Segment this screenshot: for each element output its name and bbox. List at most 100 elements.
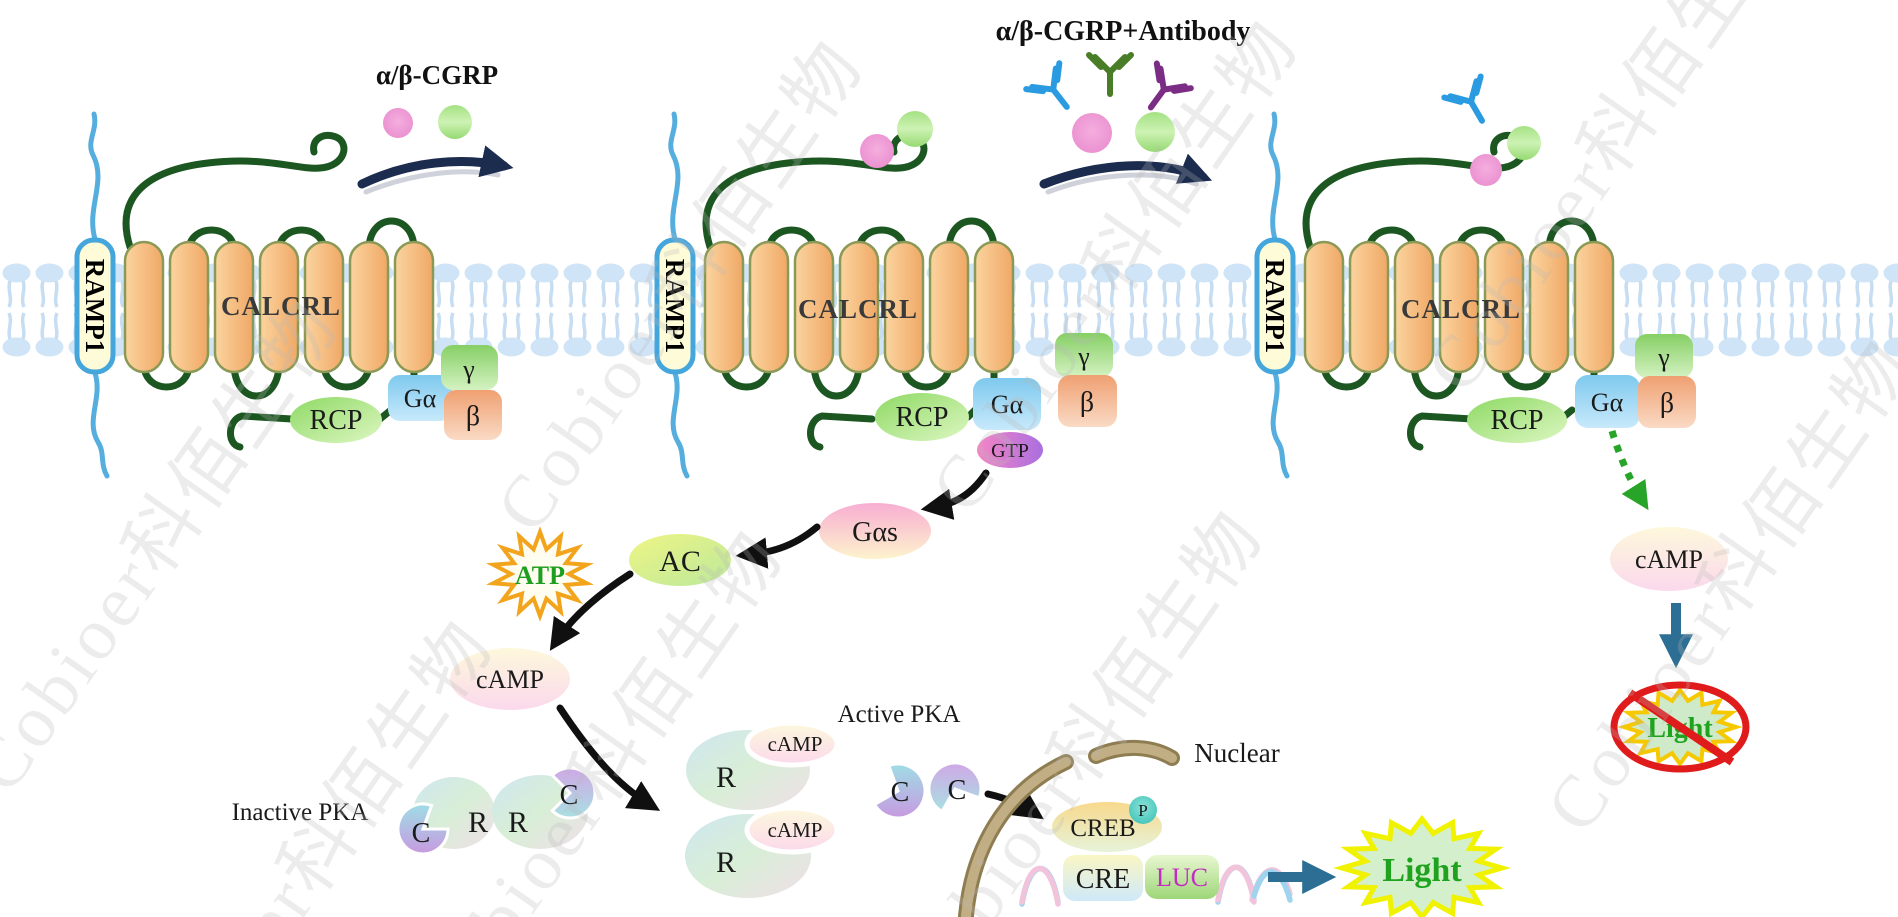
catalytic-subunit-free [927, 761, 983, 814]
receptor-complex-3: RAMP1 CALCRL RCP Gα γ β [1254, 77, 1696, 476]
nuclear-envelope [1091, 743, 1177, 763]
g-alpha-label: Gα [404, 384, 437, 413]
nuclear-label: Nuclear [1194, 738, 1279, 768]
atp-starburst [486, 526, 594, 622]
cgrp-antibody-group: α/β-CGRP+Antibody [996, 16, 1251, 195]
calcrl-label: CALCRL [221, 291, 341, 321]
inactive-pka-label: Inactive PKA [232, 799, 369, 826]
phosphate-badge [1129, 796, 1157, 824]
g-beta-subunit [1058, 375, 1117, 427]
ramp1-label: RAMP1 [660, 259, 690, 353]
camp-label: cAMP [768, 818, 823, 842]
c-label: C [412, 818, 431, 849]
ramp1-label: RAMP1 [1260, 259, 1290, 353]
binding-arrow-1 [357, 145, 514, 189]
binding-arrow-2 [1039, 153, 1213, 189]
cgrp-antibody-title: α/β-CGRP+Antibody [996, 16, 1251, 47]
beta-label: β [1660, 388, 1674, 419]
g-gamma-subunit [1635, 334, 1693, 378]
prohibition-slash [1627, 689, 1735, 766]
ramp1-label: RAMP1 [80, 259, 110, 353]
cgrp-ligand-group: α/β-CGRP [357, 60, 514, 195]
camp-bound [744, 805, 840, 855]
inhibited-signal-arrow [1608, 429, 1649, 511]
cre-element [1063, 855, 1143, 901]
catalytic-subunit [550, 766, 597, 820]
g-alpha-subunit [1575, 375, 1640, 428]
catalytic-subunit [396, 802, 450, 856]
rcp-label: RCP [310, 405, 363, 436]
rcp-protein [875, 393, 969, 441]
gamma-label: γ [1077, 342, 1090, 371]
nuclear-envelope [961, 757, 1071, 917]
dna-strand [1251, 869, 1293, 903]
creb-label: CREB [1070, 815, 1135, 842]
cgrp-beta-ball [1135, 112, 1175, 152]
rcp-label: RCP [1491, 405, 1544, 436]
g-alpha-subunit [973, 378, 1041, 430]
camp-molecule [1610, 527, 1728, 591]
prohibition-circle [1610, 681, 1750, 773]
catalytic-subunit-free [872, 762, 927, 820]
receptor-complex-1: RAMP1 CALCRL RCP Gα γ β [74, 114, 502, 476]
r-label: R [508, 806, 528, 839]
camp-pka-cascade: Gαs AC ATP cAMP Inactive PKA R R C C Act… [232, 469, 1044, 898]
gtp-to-gas-arrow [920, 469, 990, 520]
dna-strand [1019, 865, 1061, 907]
c-label: C [948, 775, 967, 806]
r-label: R [468, 806, 488, 839]
receptor-complex-2: RAMP1 CALCRL RCP Gα GTP γ β [654, 111, 1117, 476]
watermark-text: Cobioer科佰生物 [111, 606, 510, 917]
antibody-green-icon [1089, 55, 1131, 94]
gtp-label: GTP [991, 440, 1029, 462]
light-label: Light [1382, 852, 1462, 889]
cgrp-title: α/β-CGRP [376, 60, 498, 90]
cgrp-beta-ball [438, 105, 472, 139]
rcp-protein [290, 397, 382, 443]
gas-to-ac-arrow [735, 523, 821, 569]
adenylyl-cyclase [629, 534, 731, 586]
r-label: R [716, 761, 736, 794]
camp-label: cAMP [476, 665, 544, 694]
cgrp-alpha-ligand-bound [860, 134, 894, 168]
gtp-molecule [977, 432, 1043, 468]
gas-label: Gαs [852, 517, 898, 548]
cgrp-beta-ligand-bound [897, 111, 933, 147]
calcrl-label: CALCRL [798, 294, 918, 324]
cgrp-alpha-ball [383, 108, 413, 138]
ac-label: AC [659, 545, 701, 578]
camp-label: cAMP [1635, 545, 1703, 574]
c-label: C [560, 780, 579, 811]
g-alpha-subunit [388, 375, 452, 421]
ramp1-box [1254, 237, 1296, 375]
cgrp-alpha-ball [1072, 113, 1112, 153]
cgrp-beta-ligand [1507, 126, 1541, 160]
rcp-protein [1467, 397, 1567, 443]
beta-label: β [1080, 387, 1094, 418]
nucleus-reporter: Nuclear CRE LUC CREB P Light [958, 738, 1511, 917]
blocking-antibody-icon [1444, 77, 1500, 132]
active-pka-label: Active PKA [838, 701, 961, 728]
camp-to-pka-arrow [556, 704, 661, 811]
g-beta-subunit [1638, 376, 1696, 428]
ramp1-box [74, 237, 116, 375]
calcrl-label: CALCRL [1401, 294, 1521, 324]
c-label: C [891, 777, 910, 808]
luc-label: LUC [1156, 863, 1208, 892]
regulatory-subunit [492, 775, 588, 849]
cre-label: CRE [1076, 864, 1130, 895]
r-label: R [716, 846, 736, 879]
gas-protein [819, 503, 931, 559]
ramp1-box [654, 237, 696, 375]
g-gamma-subunit [441, 345, 498, 390]
gamma-label: γ [1657, 343, 1670, 372]
rcp-label: RCP [896, 402, 949, 433]
light-starburst [1333, 814, 1511, 917]
luc-gene [1145, 855, 1219, 899]
antibody-blue-icon [1026, 63, 1083, 120]
camp-label: cAMP [768, 732, 823, 756]
cgrp-alpha-ligand [1470, 154, 1502, 186]
ac-to-camp-arrow [549, 570, 634, 651]
gamma-label: γ [462, 355, 475, 384]
